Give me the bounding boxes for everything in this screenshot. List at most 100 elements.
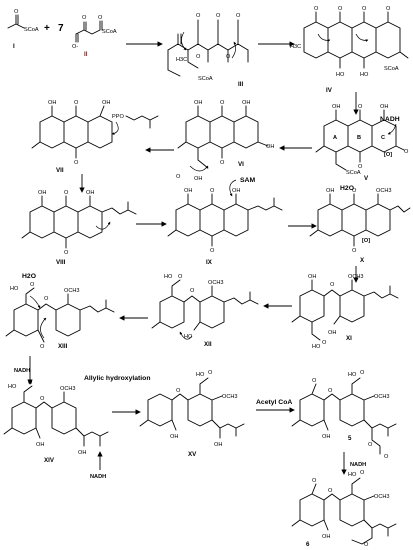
compound-I-structure: O SCoA [7, 9, 39, 33]
dmapp-structure: PPO [111, 114, 159, 135]
atom-label: OH [322, 434, 330, 440]
stoichiometry: 7 [58, 23, 64, 34]
atom-label: HO [164, 274, 173, 280]
atom-label: OH [328, 330, 336, 336]
reagent-nadh: NADH [350, 462, 366, 468]
atom-label: OH [184, 188, 192, 194]
atom-label: OH [380, 104, 388, 110]
atom-label: OH [36, 442, 44, 448]
atom-label: O [196, 13, 201, 19]
atom-label: OH [242, 100, 250, 106]
compound-label-6: 6 [306, 541, 310, 548]
compound-label-II: II [84, 51, 88, 58]
allylic-hydroxylation-label: Allylic hydroxylation [84, 375, 150, 382]
atom-label: OH [170, 434, 178, 440]
compound-V-structure: OH O OH O O SCoA A B C [315, 104, 409, 176]
atom-label: O- [72, 44, 78, 50]
atom-label: OH [214, 442, 222, 448]
atom-label: OH [308, 274, 316, 280]
atom-label: O [64, 190, 69, 196]
atom-label: OCH3 [348, 274, 364, 280]
atom-label: HO [196, 372, 205, 378]
reagent-nadh: NADH [90, 474, 106, 480]
atom-label: HO [8, 384, 17, 390]
compound-III-structure: O O O H3C O O SCoA [167, 13, 249, 82]
compound-XI-structure: OH O OCH3 OH HO O [291, 274, 399, 350]
reagent-water: H2O [340, 185, 354, 192]
atom-label: O [312, 378, 317, 384]
electron-push-arrow [111, 121, 119, 135]
atom-label: O [226, 54, 231, 60]
atom-label: O [210, 188, 215, 194]
compound-label-XV: XV [188, 451, 197, 458]
atom-label: O [220, 160, 225, 166]
atom-label: O [404, 149, 409, 155]
compound-XII-structure: HO O O OCH3 HO [151, 274, 259, 340]
atom-label: O [178, 274, 183, 280]
compound-label-VI: VI [238, 161, 244, 168]
ring-label-C: C [381, 135, 385, 141]
compound-label-XIV: XIV [44, 457, 55, 464]
atom-label: O [196, 54, 201, 60]
atom-label: O [74, 100, 79, 106]
electron-push-arrow [181, 31, 187, 51]
electron-push-arrow [179, 331, 193, 340]
atom-label: O [330, 282, 335, 288]
plus-sign: + [44, 23, 50, 34]
atom-label: SCoA [198, 76, 213, 82]
atom-label: O [64, 250, 69, 256]
compound-label-VII: VII [56, 167, 64, 174]
atom-label: OH [194, 100, 202, 106]
reagent-sam: SAM [240, 177, 255, 184]
atom-label: O [40, 396, 45, 402]
ring-label-B: B [357, 135, 361, 141]
compound-label-IX: IX [206, 259, 213, 266]
atom-label: O [314, 6, 319, 12]
atom-label: O [82, 15, 87, 21]
electron-push-arrow [95, 221, 111, 230]
atom-label: PPO [112, 114, 124, 120]
atom-label: HO [348, 472, 357, 478]
oxidation-label: [O] [362, 238, 370, 244]
compound-VII-structure: OH O OH O [31, 100, 113, 166]
electron-push-arrow [40, 317, 47, 339]
atom-label: H3C [176, 57, 187, 63]
reagent-arrow [387, 123, 397, 135]
atom-label: O [328, 488, 333, 494]
atom-label: O [352, 188, 357, 194]
compound-VI-structure: OH O OH O OH O OH [176, 100, 274, 182]
compound-label-I: I [13, 43, 15, 50]
compound-label-XI: XI [346, 335, 352, 342]
reagent-water: H2O [22, 273, 36, 280]
atom-label: HO [360, 72, 369, 78]
compound-label-IV: IV [326, 87, 333, 94]
atom-label: O [28, 380, 33, 386]
compound-X-structure: OH O OCH3 O [309, 188, 411, 254]
atom-label: O [358, 164, 363, 170]
atom-label: O [362, 6, 367, 12]
atom-label: O [368, 442, 373, 448]
atom-label: OH [102, 100, 110, 106]
atom-label: O [312, 478, 317, 484]
atom-label: OCH3 [60, 386, 76, 392]
atom-label: OCH3 [208, 280, 224, 286]
atom-label: H3C [290, 44, 301, 50]
atom-label: OCH3 [374, 394, 390, 400]
atom-label: OCH3 [374, 494, 390, 500]
atom-label: O [220, 100, 225, 106]
compound-IX-structure: OH O OH O [167, 188, 283, 254]
atom-label: O [98, 15, 103, 21]
atom-label: SCoA [24, 27, 39, 33]
atom-label: OH [194, 176, 202, 182]
electron-push-arrow [189, 165, 209, 172]
atom-label: OCH3 [222, 394, 238, 400]
atom-label: HO [184, 334, 193, 340]
compound-label-X: X [360, 257, 365, 264]
atom-label: SCoA [346, 170, 361, 176]
oxidation-label: [O] [384, 152, 392, 158]
atom-label: O [210, 248, 215, 254]
compound-IV-structure: O O O O H3C HO HO SCoA [290, 6, 409, 78]
compound-II-structure: O O SCoA O- [72, 15, 117, 50]
compound-label-V: V [364, 175, 369, 182]
